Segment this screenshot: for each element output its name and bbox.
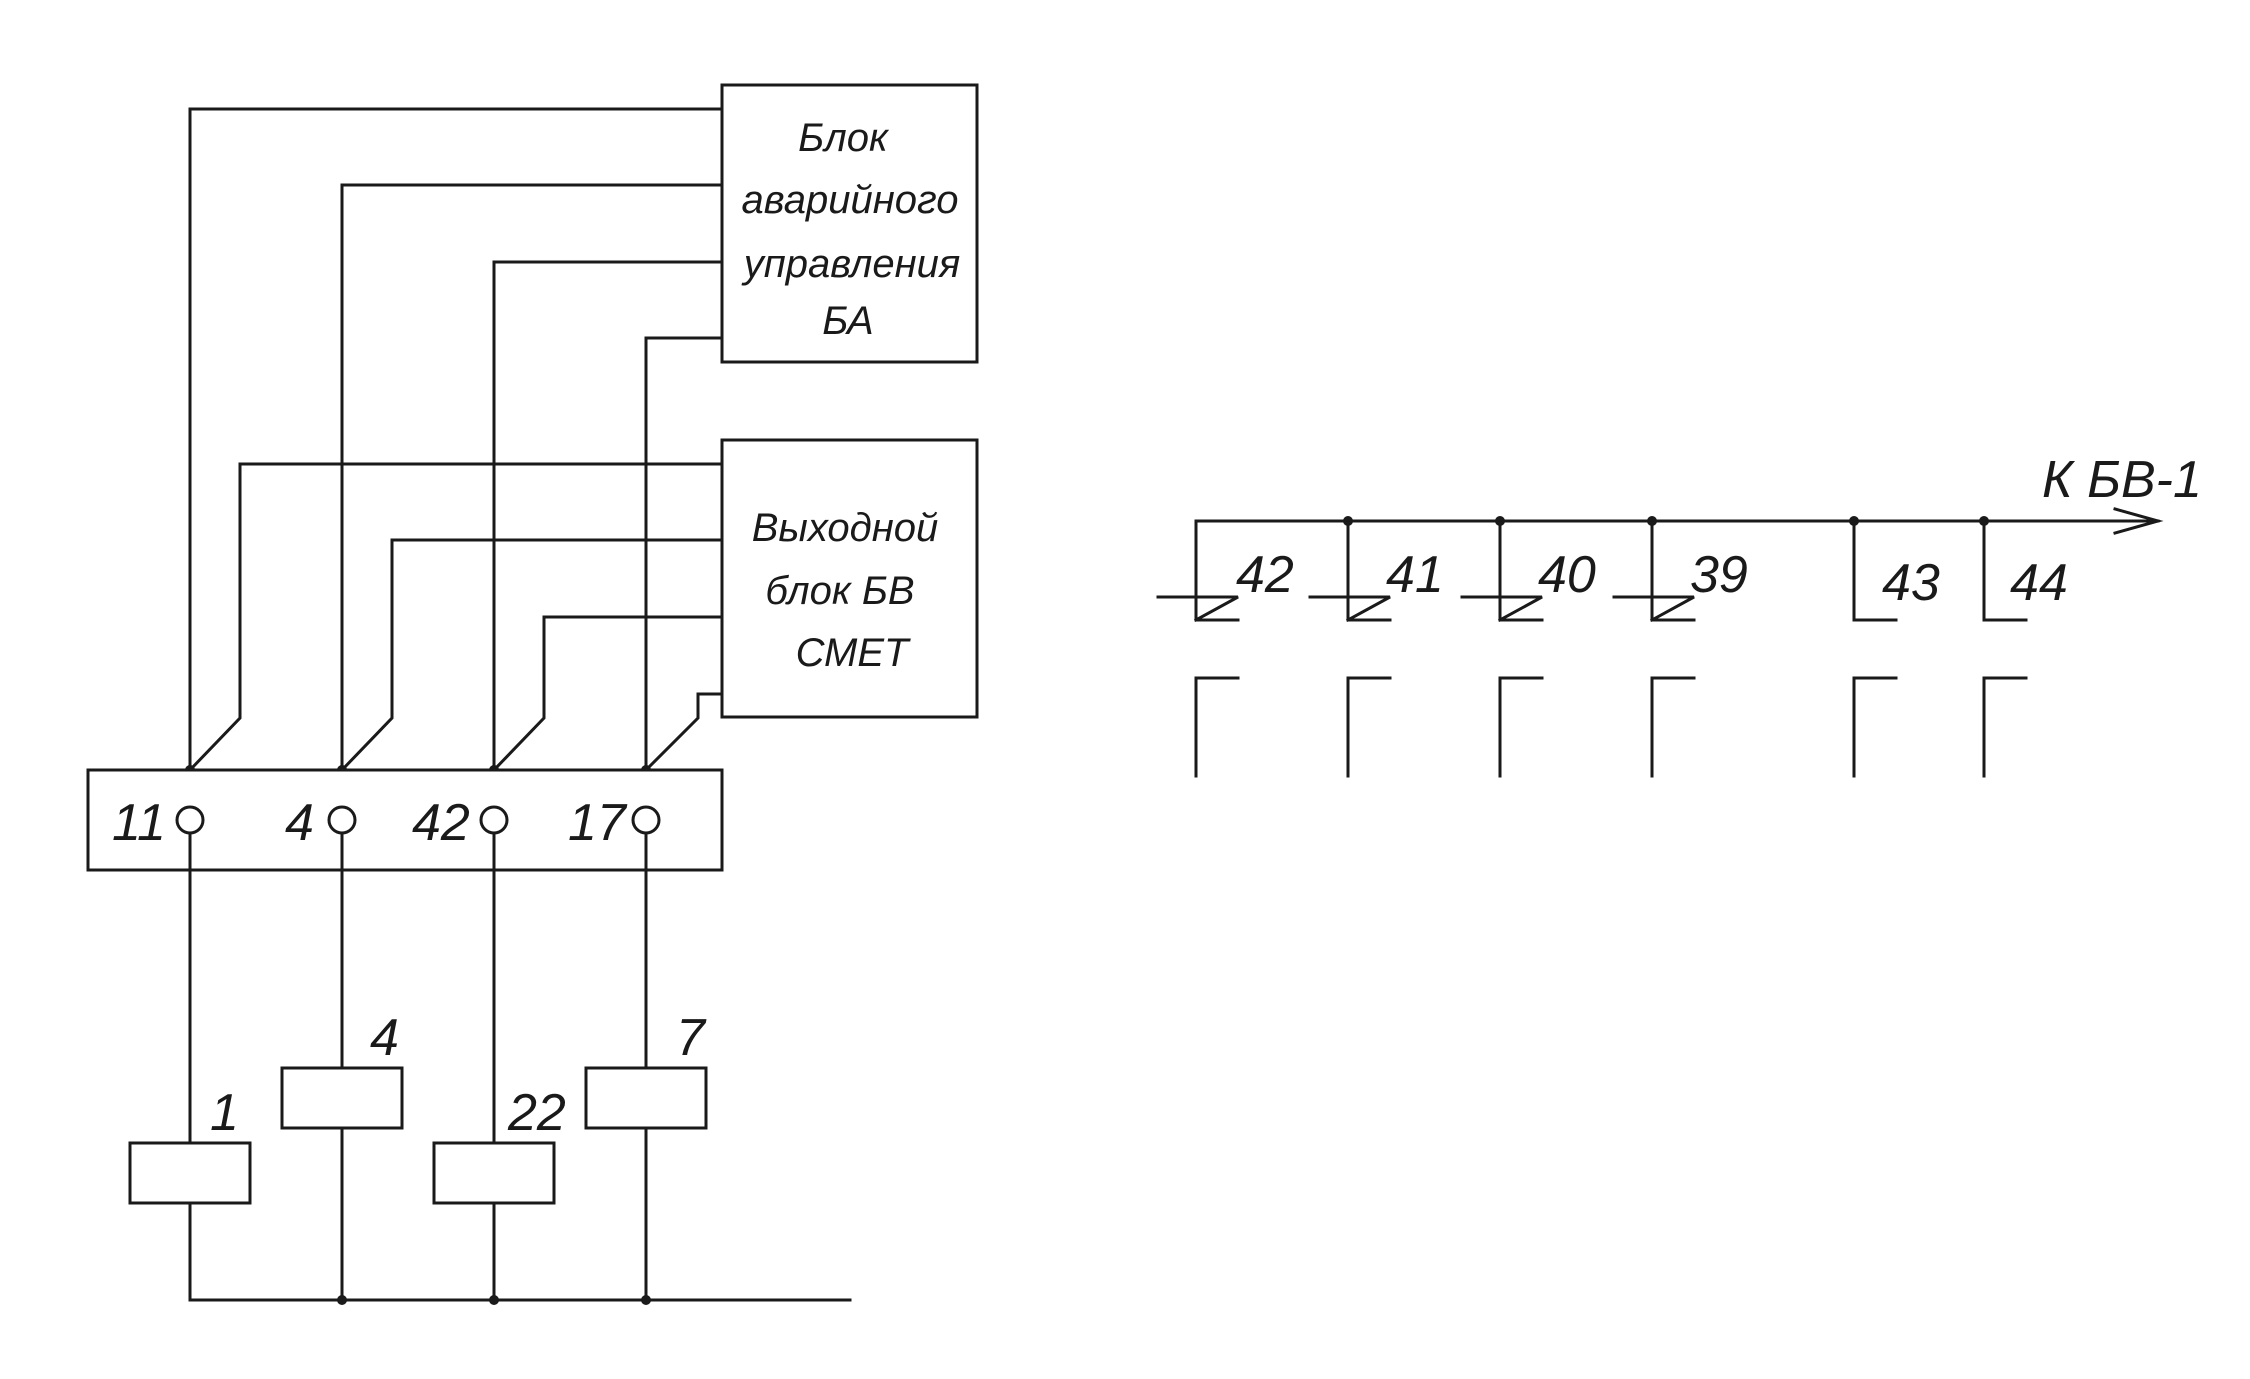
wire-bv-4 [643,692,724,773]
terminal-label: 11 [112,794,166,852]
terminal-circle [479,805,509,835]
block-ba-line-4: БА [822,299,873,343]
block-ba: Блок аварийного управления БА [720,83,979,364]
contact-43: 43 [1852,519,1940,778]
contact-label: 39 [1690,546,1748,604]
terminal-circle [175,805,205,835]
contact-label: 44 [2010,554,2068,612]
contact-upper-leg [1498,519,1544,622]
terminal-circle [631,805,661,835]
bus-junctions [337,1295,651,1305]
contact-lower-leg [1346,676,1392,778]
contact-flag-icon [1612,595,1695,623]
wire-ba-3 [492,260,724,772]
contact-lower-leg [1194,676,1240,778]
contact-label: 41 [1386,546,1444,604]
contact-upper-leg [1982,519,2028,622]
relay-coil-7 [584,1066,708,1130]
contact-label: 40 [1538,546,1596,604]
wires-from-ba [188,107,724,772]
block-ba-line-1: Блок [798,116,890,160]
contact-lower-leg [1650,676,1696,778]
wire-ba-2 [340,183,724,772]
left-circuit: Блок аварийного управления БА Выходной б… [86,83,979,1305]
wire-ba-1 [188,107,724,772]
block-ba-frame [720,83,979,364]
right-circuit: К БВ-1 42 41 40 [1156,451,2202,778]
terminal-circle [327,805,357,835]
relay-coil-4 [280,1066,404,1130]
contact-39: 39 [1612,519,1748,778]
contact-label: 43 [1882,554,1940,612]
terminal-strip: 11 4 42 17 [86,768,724,872]
relay-coils: 1 4 22 7 [128,1009,708,1205]
junction-dot [489,1295,499,1305]
wire-bv-3 [491,615,724,773]
relay-label: 1 [210,1084,239,1142]
block-bv-line-3: СМЕТ [796,631,911,675]
contact-flag-icon [1156,595,1239,623]
wires-from-bv [187,462,724,773]
block-bv-line-1: Выходной [752,506,939,550]
relay-label: 4 [370,1009,399,1067]
wire-bv-2 [339,538,724,773]
relay-label: 22 [507,1084,566,1142]
bus-arrow-icon [2113,507,2164,535]
relay-coil-1 [128,1141,252,1205]
block-ba-line-3: управления [741,242,960,286]
contact-lower-leg [1852,676,1898,778]
contact-upper-leg [1194,519,1240,622]
relay-wires [188,831,852,1302]
relay-label: 7 [676,1009,707,1067]
contact-upper-leg [1650,519,1696,622]
contact-42: 42 [1156,519,1294,778]
block-ba-line-2: аварийного [741,178,958,222]
junction-dot [641,1295,651,1305]
contact-lower-leg [1982,676,2028,778]
bus-destination-label: К БВ-1 [2042,451,2202,509]
contact-44: 44 [1982,519,2068,778]
block-bv-line-2: блок БВ [765,569,914,613]
contact-label: 42 [1236,546,1294,604]
terminal-label: 42 [412,794,470,852]
wire-bv-1 [187,462,724,773]
contact-41: 41 [1308,519,1444,778]
contact-flag-icon [1460,595,1543,623]
relay-coil-22 [432,1141,556,1205]
contact-40: 40 [1460,519,1596,778]
junction-dot [337,1295,347,1305]
terminal-label: 17 [568,794,628,852]
block-bv-frame [720,438,979,719]
contact-upper-leg [1852,519,1898,622]
contact-lower-leg [1498,676,1544,778]
terminal-label: 4 [285,794,314,852]
block-bv: Выходной блок БВ СМЕТ [720,438,979,719]
wire-ba-4 [644,336,724,772]
contact-upper-leg [1346,519,1392,622]
contact-flag-icon [1308,595,1391,623]
